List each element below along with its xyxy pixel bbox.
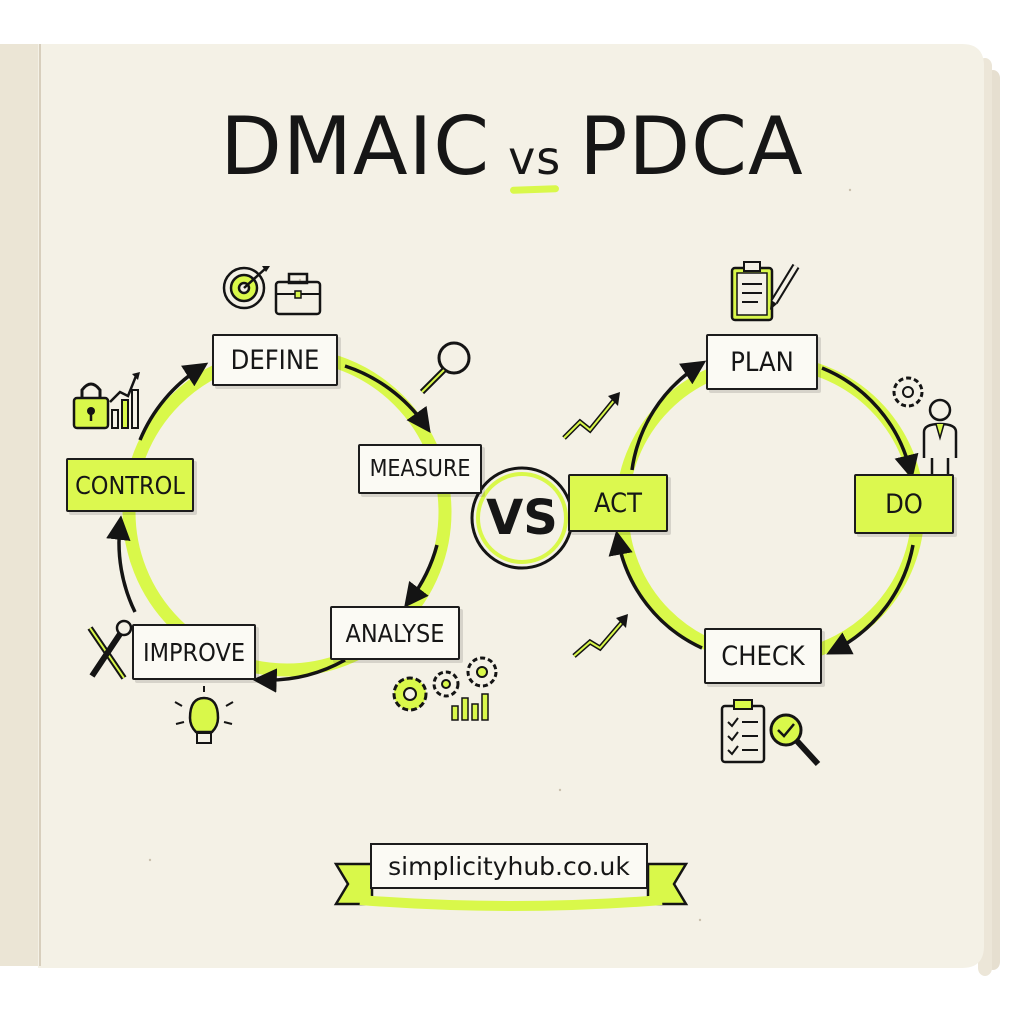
arrow-improve-control: [106, 515, 137, 613]
center-vs-label: VS: [486, 490, 558, 546]
pdca-step-act: ACT: [568, 474, 668, 532]
trend-arrow-icon: [562, 392, 620, 440]
magnifier-icon: [769, 713, 821, 767]
arrow-do-check: [826, 544, 915, 655]
lightbulb-icon: [174, 686, 234, 744]
arrow-define-measure: [344, 364, 431, 434]
padlock-icon: [72, 382, 110, 430]
pencil-icon: [770, 263, 800, 310]
magnifier-icon: [419, 341, 471, 395]
footer-ribbon: [333, 862, 689, 911]
pdca-step-do: DO: [854, 474, 954, 534]
gear-icon: [892, 376, 924, 408]
arrow-control-define: [138, 362, 209, 441]
trend-arrow-icon: [572, 614, 628, 658]
pdca-step-check: CHECK: [704, 628, 822, 684]
wrench-icon: [87, 619, 133, 680]
clipboard-icon: [730, 261, 774, 322]
briefcase-icon: [274, 272, 322, 316]
bar-chart-icon: [109, 372, 140, 429]
title-vs: vs: [508, 131, 562, 185]
dmaic-step-measure: MEASURE: [358, 444, 482, 494]
page-title: DMAIC vs PDCA: [0, 100, 1024, 193]
checklist-icon: [720, 699, 766, 764]
gears-icon: [392, 656, 498, 721]
businessman-icon: [922, 398, 958, 474]
arrow-measure-analyse: [404, 544, 439, 608]
title-pdca: PDCA: [579, 100, 804, 193]
dmaic-step-control: CONTROL: [66, 458, 194, 512]
dmaic-step-define: DEFINE: [212, 334, 338, 386]
pdca-step-plan: PLAN: [706, 334, 818, 390]
dmaic-step-analyse: ANALYSE: [330, 606, 460, 660]
arrow-act-plan: [630, 360, 707, 471]
title-dmaic: DMAIC: [220, 100, 491, 193]
arrow-plan-do: [821, 366, 919, 480]
arrow-analyse-improve: [252, 658, 346, 693]
dmaic-step-improve: IMPROVE: [132, 624, 256, 680]
footer-website: simplicityhub.co.uk: [370, 843, 648, 889]
target-icon: [222, 266, 270, 310]
arrow-check-act: [608, 530, 703, 650]
